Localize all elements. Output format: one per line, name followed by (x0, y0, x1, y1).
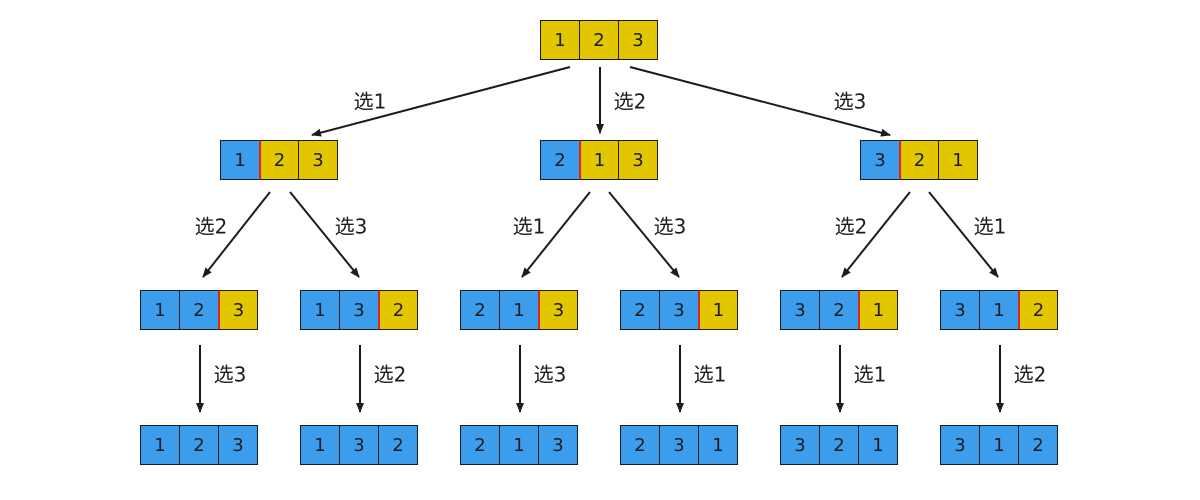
edge-label-l1a-to-l2b: 选3 (334, 214, 368, 239)
cell-value: 2 (819, 425, 859, 465)
edge-label-l2f-to-leaf: 选2 (1013, 362, 1047, 387)
edge-label-l2e-to-leaf: 选1 (853, 362, 887, 387)
cell-value: 3 (538, 425, 578, 465)
cell-value: 1 (858, 425, 898, 465)
cell-value: 1 (698, 290, 738, 330)
cell-value: 1 (140, 425, 180, 465)
edge-label-l1a-to-l2a: 选2 (194, 214, 228, 239)
cell-value: 3 (940, 290, 980, 330)
cell-value: 3 (538, 290, 578, 330)
cell-value: 2 (179, 425, 219, 465)
cell-value: 3 (339, 425, 379, 465)
cell-value: 3 (659, 290, 699, 330)
cell-value: 3 (780, 290, 820, 330)
cell-value: 2 (378, 425, 418, 465)
cell-value: 3 (780, 425, 820, 465)
cell-value: 1 (938, 140, 978, 180)
cell-value: 2 (460, 425, 500, 465)
cell-value: 2 (1018, 425, 1058, 465)
cell-value: 3 (860, 140, 900, 180)
cell-value: 2 (579, 20, 619, 60)
cell-value: 2 (819, 290, 859, 330)
cell-value: 1 (579, 140, 619, 180)
edge-label-l1b-to-l2c: 选1 (512, 214, 546, 239)
cell-value: 2 (1018, 290, 1058, 330)
cell-value: 1 (858, 290, 898, 330)
cell-value: 2 (378, 290, 418, 330)
edge-arrow-root-to-l1a (311, 66, 571, 137)
cell-value: 3 (940, 425, 980, 465)
cell-value: 2 (899, 140, 939, 180)
edge-label-l2a-to-leaf: 选3 (213, 362, 247, 387)
cell-value: 2 (540, 140, 580, 180)
cell-value: 2 (460, 290, 500, 330)
cell-value: 3 (659, 425, 699, 465)
edge-label-l2d-to-leaf: 选1 (693, 362, 727, 387)
edge-label-l2c-to-leaf: 选3 (533, 362, 567, 387)
edge-label-l1c-to-l2f: 选1 (973, 214, 1007, 239)
edge-label-root-to-l1c: 选3 (833, 89, 867, 114)
cell-value: 1 (499, 290, 539, 330)
cell-value: 3 (339, 290, 379, 330)
cell-value: 3 (618, 140, 658, 180)
cell-value: 1 (220, 140, 260, 180)
edge-label-l1b-to-l2d: 选3 (653, 214, 687, 239)
cell-value: 2 (620, 290, 660, 330)
cell-value: 1 (540, 20, 580, 60)
cell-value: 1 (140, 290, 180, 330)
edge-label-l1c-to-l2e: 选2 (834, 214, 868, 239)
edge-label-l2b-to-leaf: 选2 (373, 362, 407, 387)
edge-label-root-to-l1b: 选2 (613, 89, 647, 114)
cell-value: 1 (499, 425, 539, 465)
cell-value: 3 (218, 290, 258, 330)
cell-value: 2 (620, 425, 660, 465)
cell-value: 3 (218, 425, 258, 465)
cell-value: 3 (618, 20, 658, 60)
cell-value: 1 (979, 290, 1019, 330)
cell-value: 1 (300, 290, 340, 330)
cell-value: 1 (979, 425, 1019, 465)
edge-label-root-to-l1a: 选1 (353, 89, 387, 114)
cell-value: 2 (259, 140, 299, 180)
cell-value: 1 (698, 425, 738, 465)
cell-value: 2 (179, 290, 219, 330)
cell-value: 3 (298, 140, 338, 180)
cell-value: 1 (300, 425, 340, 465)
